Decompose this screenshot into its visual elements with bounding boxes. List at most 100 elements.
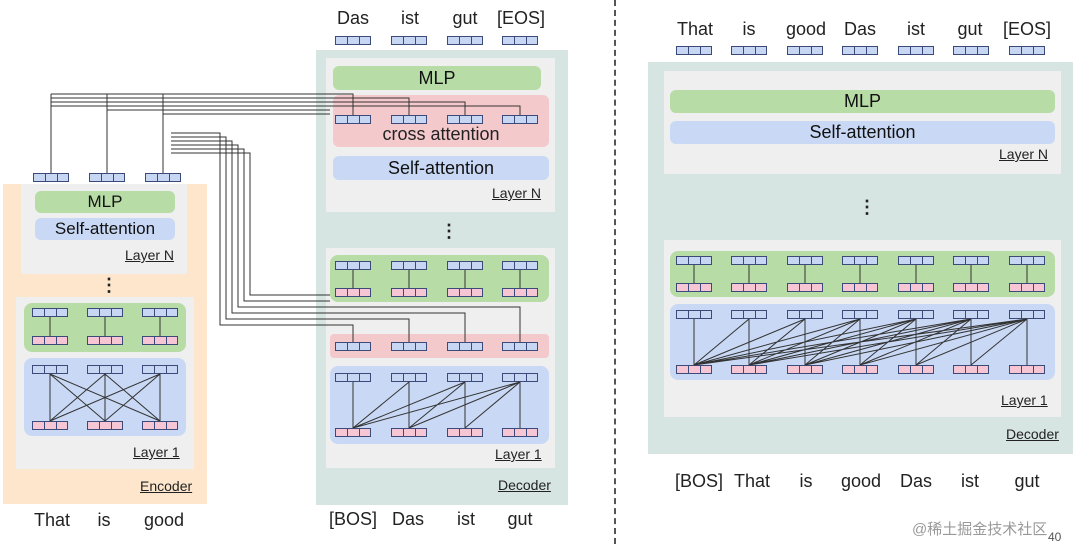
- encoder-mlp-in-vector: [87, 336, 123, 345]
- decoder-left-out-vector: [335, 36, 371, 45]
- decoder-right-input-token: good: [840, 471, 882, 491]
- decoder-right-output-token: Das: [843, 19, 876, 39]
- decoder-left-sa-in-vector: [502, 428, 538, 437]
- decoder-left-ellipsis: ⋮: [440, 221, 458, 241]
- encoder-attn-in-vector: [32, 421, 68, 430]
- decoder-right-output-token: good: [785, 19, 827, 39]
- encoder-mlp-out-vector: [142, 308, 178, 317]
- encoder-block-label: Encoder: [140, 478, 193, 494]
- decoder-right-attn-out-vector: [842, 310, 878, 319]
- decoder-right-mlp-in-vector: [676, 283, 712, 292]
- encoder-layer-n-label: Layer N: [125, 247, 175, 263]
- decoder-left-layer-1-label: Layer 1: [495, 446, 542, 462]
- page-number: 40: [1048, 530, 1062, 544]
- decoder-left-mlp-in-vector: [447, 288, 483, 297]
- decoder-right-attn-out-vector: [898, 310, 934, 319]
- decoder-right-out-vector: [676, 46, 712, 55]
- decoder-left-self-attention: Self-attention: [333, 156, 549, 180]
- decoder-right-mlp-in-vector: [953, 283, 989, 292]
- decoder-left-mlp-in-vector: [391, 288, 427, 297]
- decoder-left-sa-out-vector: [391, 373, 427, 382]
- decoder-right-output-token: [EOS]: [1002, 19, 1051, 39]
- encoder-input-token: is: [97, 510, 111, 530]
- decoder-right-layer-1-label: Layer 1: [1001, 392, 1048, 408]
- watermark: @稀土掘金技术社区: [912, 521, 1048, 538]
- decoder-left-ca-in-vector: [447, 342, 483, 351]
- decoder-right-mlp-out-vector: [787, 256, 823, 265]
- decoder-right-attn-in-vector: [898, 365, 934, 374]
- decoder-right-attn-in-vector: [842, 365, 878, 374]
- decoder-left-sa-out-vector: [335, 373, 371, 382]
- decoder-right-ellipsis: ⋮: [858, 197, 876, 217]
- decoder-left-mlp: MLP: [333, 66, 541, 90]
- decoder-right-input-token: That: [733, 471, 771, 491]
- encoder-ellipsis: ⋮: [100, 275, 118, 295]
- decoder-right-attn-out-vector: [953, 310, 989, 319]
- encoder-mlp: MLP: [35, 191, 175, 213]
- encoder-layer-1-label: Layer 1: [133, 444, 180, 460]
- decoder-right-out-vector: [787, 46, 823, 55]
- decoder-left-sa-in-vector: [391, 428, 427, 437]
- decoder-right-mlp-out-vector: [731, 256, 767, 265]
- decoder-right-input-token: gut: [1014, 471, 1040, 491]
- decoder-right-self-attention: Self-attention: [670, 121, 1055, 144]
- decoder-right-mlp: MLP: [670, 90, 1055, 113]
- decoder-right-mlp-in-vector: [731, 283, 767, 292]
- decoder-left-mlp-out-vector: [335, 261, 371, 270]
- decoder-right-out-vector: [953, 46, 989, 55]
- decoder-right-attn-out-vector: [731, 310, 767, 319]
- decoder-left-ca-vector: [447, 115, 483, 124]
- decoder-right-out-vector: [1009, 46, 1045, 55]
- decoder-left-mlp-out-vector: [391, 261, 427, 270]
- decoder-left-sa-in-vector: [447, 428, 483, 437]
- decoder-left-ca-in-vector: [335, 342, 371, 351]
- decoder-right-input-token: Das: [899, 471, 932, 491]
- decoder-right-attn-in-vector: [787, 365, 823, 374]
- decoder-left-input-token: gut: [507, 509, 533, 529]
- encoder-attn-out-vector: [32, 365, 68, 374]
- decoder-right-input-token: ist: [961, 471, 979, 491]
- decoder-left-layer-n-label: Layer N: [492, 185, 542, 201]
- decoder-right-mlp-in-vector: [898, 283, 934, 292]
- decoder-left-ca-in-vector: [502, 342, 538, 351]
- encoder-attn-in-vector: [87, 421, 123, 430]
- decoder-right-output-token: gut: [957, 19, 983, 39]
- decoder-left-input-token: [BOS]: [328, 509, 377, 529]
- decoder-left-sa-in-vector: [335, 428, 371, 437]
- decoder-left-sa-out-vector: [447, 373, 483, 382]
- decoder-right-attn-in-vector: [1009, 365, 1045, 374]
- encoder-out-vector: [89, 173, 125, 182]
- encoder-input-token: That: [33, 510, 71, 530]
- decoder-left-ca-in-vector: [391, 342, 427, 351]
- encoder-mlp-in-vector: [32, 336, 68, 345]
- decoder-left-out-vector: [391, 36, 427, 45]
- decoder-left-output-token: ist: [401, 8, 419, 28]
- decoder-left-output-token: gut: [452, 8, 478, 28]
- decoder-left-ca-vector: [335, 115, 371, 124]
- encoder-mlp-in-vector: [142, 336, 178, 345]
- decoder-right-mlp-in-vector: [842, 283, 878, 292]
- encoder-self-attention: Self-attention: [35, 218, 175, 240]
- decoder-right-input-token: is: [799, 471, 813, 491]
- decoder-right-mlp-out-vector: [953, 256, 989, 265]
- decoder-right-block-label: Decoder: [1006, 426, 1059, 442]
- decoder-right-out-vector: [842, 46, 878, 55]
- encoder-input-token: good: [143, 510, 185, 530]
- decoder-right-mlp-out-vector: [898, 256, 934, 265]
- decoder-left-mlp-out-vector: [502, 261, 538, 270]
- decoder-right-input-token: [BOS]: [674, 471, 723, 491]
- encoder-attn-out-vector: [87, 365, 123, 374]
- decoder-right-layer-n-label: Layer N: [999, 146, 1049, 162]
- decoder-left-mlp-out-vector: [447, 261, 483, 270]
- decoder-left-ca-vector: [502, 115, 538, 124]
- decoder-right-mlp-out-vector: [1009, 256, 1045, 265]
- decoder-right-attn-out-vector: [676, 310, 712, 319]
- decoder-left-out-vector: [447, 36, 483, 45]
- decoder-right-output-token: That: [676, 19, 714, 39]
- decoder-right-attn-out-vector: [787, 310, 823, 319]
- decoder-right-mlp-out-vector: [842, 256, 878, 265]
- decoder-left-input-token: ist: [457, 509, 475, 529]
- encoder-attn-out-vector: [142, 365, 178, 374]
- decoder-left-cross-attention-label: cross attention: [382, 124, 500, 144]
- decoder-right-output-token: is: [742, 19, 756, 39]
